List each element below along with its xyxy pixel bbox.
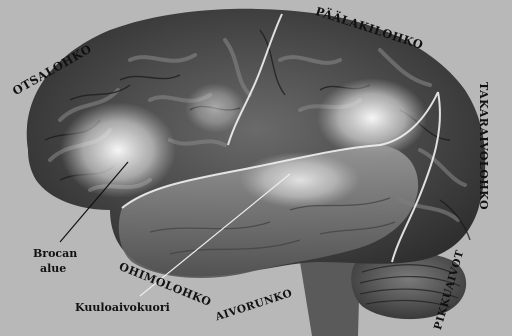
occipital-lobe-label: TAKARAIVOLOHKO	[477, 82, 490, 210]
broca-area-label-line2: alue	[40, 262, 66, 275]
broca-area-label-line1: Brocan	[33, 247, 77, 260]
broca-area-highlight	[60, 102, 176, 198]
auditory-cortex-label: Kuuloaivokuori	[75, 301, 170, 314]
brainstem-shape	[300, 262, 360, 336]
